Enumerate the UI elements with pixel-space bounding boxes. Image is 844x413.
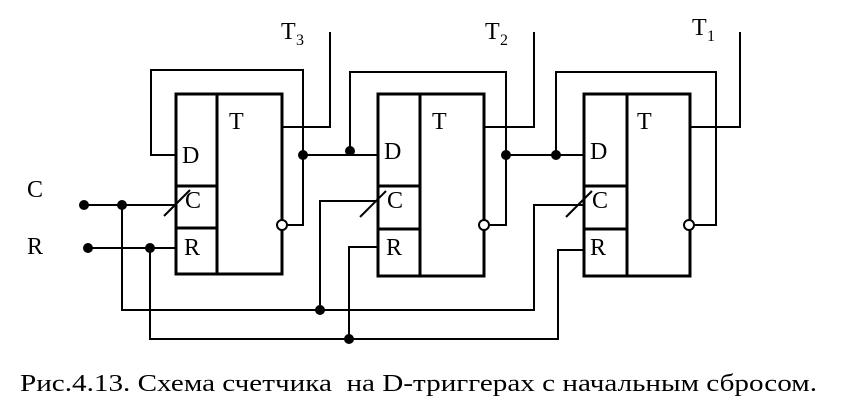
trigger-2-output-junction	[501, 150, 511, 160]
trigger-1-body	[174, 92, 284, 276]
junction-dots	[79, 146, 561, 344]
trigger-1-type-label: T	[229, 109, 244, 135]
output-label-t3: T 3	[281, 19, 304, 49]
clock-junction	[117, 200, 127, 210]
figure-caption: Рис.4.13. Схема счетчика на D-триггерах …	[20, 371, 817, 397]
trigger-1: T D C R	[163, 92, 288, 276]
trigger-1-clock-edge-mark	[163, 189, 191, 217]
output-t3-index: 3	[296, 32, 304, 49]
trigger-3-q-to-t1-wire	[690, 32, 741, 128]
trigger-1-c-pin-label: C	[185, 188, 201, 214]
reset-bus-wire	[149, 248, 584, 340]
trigger-2-type-label: T	[432, 109, 447, 135]
trigger-1-r-pin-label: R	[184, 235, 200, 261]
trigger-2-q-to-t2-wire	[484, 32, 535, 128]
output-t2-index: 2	[500, 32, 508, 49]
output-t2-letter: T	[485, 19, 500, 45]
trigger-3-feedback-junction	[551, 150, 561, 160]
reset-junction	[145, 243, 155, 253]
trigger-1-inverted-output	[276, 219, 288, 231]
output-t3-letter: T	[281, 19, 296, 45]
trigger-3-c-pin-label: C	[592, 188, 608, 214]
trigger-1-d-feedback-wire	[150, 69, 304, 226]
reset-branch-2-wire	[348, 246, 378, 339]
clock-input-terminal	[79, 200, 89, 210]
trigger-3-d-feedback-wire	[555, 71, 717, 226]
trigger-2-clock-edge-mark	[359, 190, 387, 218]
clock-input-label: C	[27, 177, 43, 203]
output-t1-index: 1	[707, 28, 715, 45]
reset-input-label: R	[27, 234, 43, 260]
trigger-3-type-label: T	[637, 109, 652, 135]
trigger-1-d-pin-label: D	[182, 143, 199, 169]
clock-branch-2-wire	[319, 200, 378, 310]
trigger-2-d-pin-label: D	[384, 139, 401, 165]
trigger-3-d-pin-label: D	[590, 139, 607, 165]
clock-bus-wire	[121, 204, 584, 311]
trigger-2-r-pin-label: R	[386, 235, 402, 261]
trigger-3: T D C R	[565, 92, 695, 278]
output-label-t2: T 2	[485, 19, 508, 49]
trigger-1-q-to-t3-wire	[282, 32, 331, 128]
trigger-2-inverted-output	[478, 219, 490, 231]
trigger-3-clock-edge-mark	[565, 190, 593, 218]
output-label-t1: T 1	[692, 15, 715, 45]
trigger-2-d-feedback-wire	[349, 71, 507, 226]
trigger-2-feedback-junction	[345, 146, 355, 156]
clock-bus-junction	[315, 305, 325, 315]
output-t1-letter: T	[692, 15, 707, 41]
reset-input-terminal	[83, 243, 93, 253]
trigger-2: T D C R	[359, 92, 490, 278]
trigger-2-c-pin-label: C	[387, 188, 403, 214]
reset-bus-junction	[344, 334, 354, 344]
trigger-3-r-pin-label: R	[590, 235, 606, 261]
trigger-1-output-junction	[298, 150, 308, 160]
trigger-3-inverted-output	[683, 219, 695, 231]
